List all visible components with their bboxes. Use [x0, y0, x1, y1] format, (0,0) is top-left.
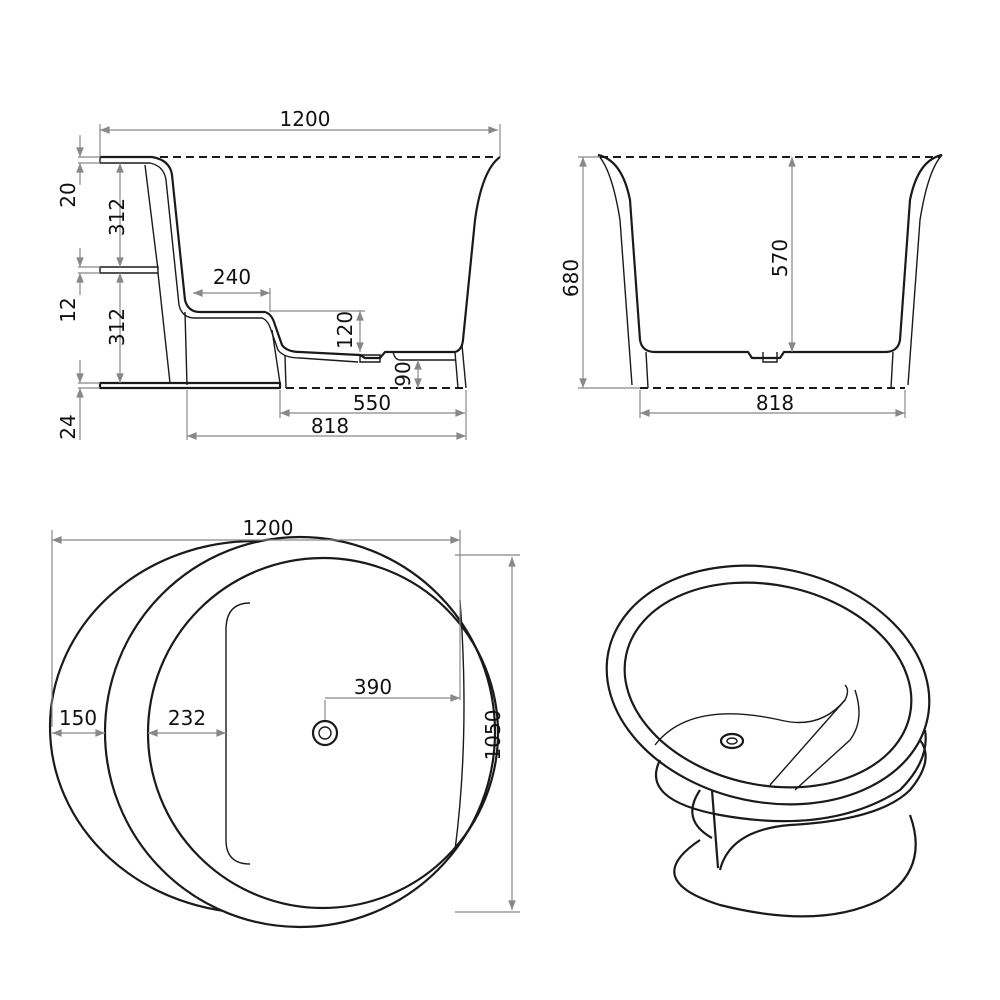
dim-top-width: 1050: [481, 710, 505, 761]
dim-upper-step: 312: [105, 198, 129, 236]
dim-inner-depth: 570: [768, 239, 792, 277]
side-view: 1200 20 312 12 312 24 240 120 90 550 818: [56, 107, 501, 440]
front-view: 680 570 818: [559, 153, 943, 418]
dim-total-height: 680: [559, 259, 583, 297]
top-view: 1200 1050 150 232 390: [48, 516, 520, 929]
dim-lower-step: 312: [105, 308, 129, 346]
dim-rim-thickness: 20: [56, 182, 80, 207]
dim-seat-width: 232: [168, 706, 206, 730]
perspective-view: [605, 564, 931, 918]
dim-base-width: 818: [756, 391, 794, 415]
dim-seat-depth: 240: [213, 265, 251, 289]
dim-top-length: 1200: [243, 516, 294, 540]
dim-shelf-thickness: 12: [56, 297, 80, 322]
dim-base-thickness: 24: [56, 414, 80, 439]
dim-bottom-inner: 550: [353, 391, 391, 415]
dim-floor-clearance: 90: [391, 361, 415, 386]
dim-rim-width: 150: [59, 706, 97, 730]
dim-bottom-outer: 818: [311, 414, 349, 438]
dim-drain-offset: 390: [354, 675, 392, 699]
dim-seat-height: 120: [333, 311, 357, 349]
dim-overall-length: 1200: [280, 107, 331, 131]
